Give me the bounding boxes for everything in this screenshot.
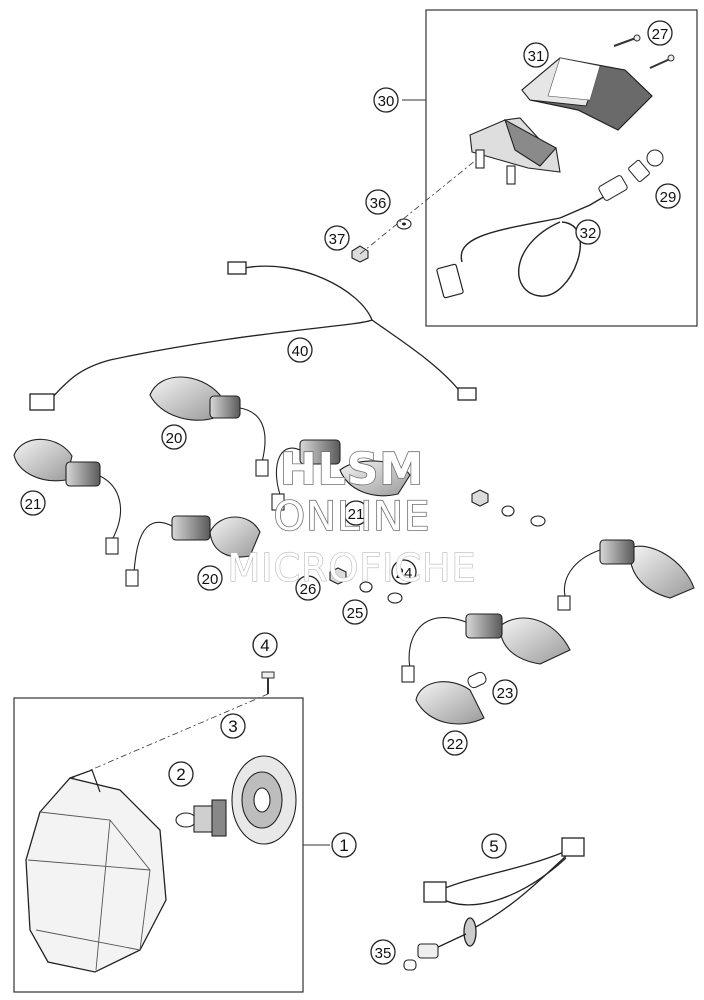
callout-label: 23 [497,685,514,702]
callout-label: 21 [348,506,365,523]
callout-5: 5 [481,833,507,859]
headlight-lens-facets [27,811,151,971]
indicator-lower-right [401,613,571,683]
callout-32: 32 [575,219,601,245]
screw-4 [261,671,275,694]
callout-label: 35 [375,945,392,962]
callout-label: 37 [329,231,346,248]
callout-24: 24 [391,559,417,585]
callout-label: 36 [370,195,387,212]
socket-35 [403,943,439,971]
callout-3: 3 [220,713,246,739]
callout-26: 26 [295,575,321,601]
headlight-housing [25,777,167,973]
headlight-group [13,671,330,993]
bulb-29 [628,149,664,183]
callout-label: 27 [652,26,669,43]
callout-label: 26 [300,581,317,598]
callout-27: 27 [647,20,673,46]
callout-21: 21 [20,490,46,516]
dust-cap-3 [231,755,297,845]
callout-label: 32 [580,225,597,242]
indicator-20-bottom [125,515,261,587]
tail-light-group [402,9,698,327]
callout-label: 25 [347,605,364,622]
tail-light-group-frame [425,9,698,327]
callout-37: 37 [324,225,350,251]
headlight-mount [69,769,101,793]
washer-36 [396,218,412,230]
harness-5 [423,837,585,949]
callout-25: 25 [342,599,368,625]
callout-40: 40 [287,337,313,363]
callout-label: 2 [176,765,185,784]
callout-label: 5 [489,837,498,856]
nut-washer-set [329,489,546,604]
callout-label: 1 [339,836,348,855]
callout-label: 4 [260,636,269,655]
callout-1: 1 [331,832,357,858]
callout-20: 20 [197,565,223,591]
indicator-right [557,539,695,611]
callout-23: 23 [492,679,518,705]
callout-label: 24 [396,565,413,582]
callout-label: 29 [660,189,677,206]
tail-lens-31 [521,57,653,131]
callout-31: 31 [523,42,549,68]
assembly-axis-head [71,693,269,779]
callout-36: 36 [365,189,391,215]
callout-label: 31 [528,48,545,65]
callout-label: 21 [25,496,42,513]
callout-30: 30 [373,87,399,113]
screw-27 [613,34,675,69]
callout-2: 2 [168,761,194,787]
callout-20: 20 [161,424,187,450]
callout-35: 35 [370,939,396,965]
wiring-harness-40 [29,261,477,411]
callout-label: 30 [378,93,395,110]
callout-22: 22 [442,730,468,756]
headlight-bulb-2 [175,799,227,837]
callout-label: 22 [447,736,464,753]
callout-label: 20 [202,571,219,588]
callout-21: 21 [343,500,369,526]
callout-29: 29 [655,183,681,209]
callout-label: 20 [166,430,183,447]
tail-light-housing [469,117,561,185]
bulb-23 [467,671,487,689]
assembly-axis-tail [359,159,477,255]
indicator-21-left [13,438,121,555]
callout-4: 4 [252,632,278,658]
indicator-21-mid [271,439,411,511]
indicator-20-top [149,376,269,477]
indicator-lens-22 [415,681,485,725]
callout-label: 3 [228,717,237,736]
callout-label: 40 [292,343,309,360]
